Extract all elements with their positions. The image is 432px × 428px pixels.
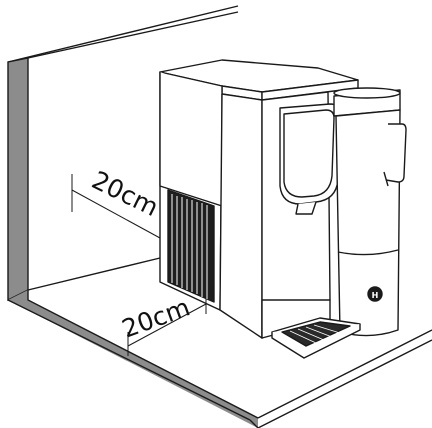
water-dispenser: H xyxy=(159,59,407,359)
room xyxy=(7,5,432,428)
floor-edge xyxy=(257,329,432,419)
button-icon: H xyxy=(372,291,379,300)
side-clearance-dimension xyxy=(71,174,161,244)
front-panel xyxy=(219,93,263,339)
power-button xyxy=(367,286,383,302)
side-clearance-label: 20cm xyxy=(87,165,163,222)
wall-face xyxy=(7,57,29,302)
back-clearance-dimension xyxy=(127,296,207,356)
kettle: H xyxy=(333,87,407,337)
back-clearance-label: 20cm xyxy=(118,292,194,343)
back-wall xyxy=(7,5,239,63)
vent-grille xyxy=(167,189,215,303)
drip-tray xyxy=(271,317,361,359)
